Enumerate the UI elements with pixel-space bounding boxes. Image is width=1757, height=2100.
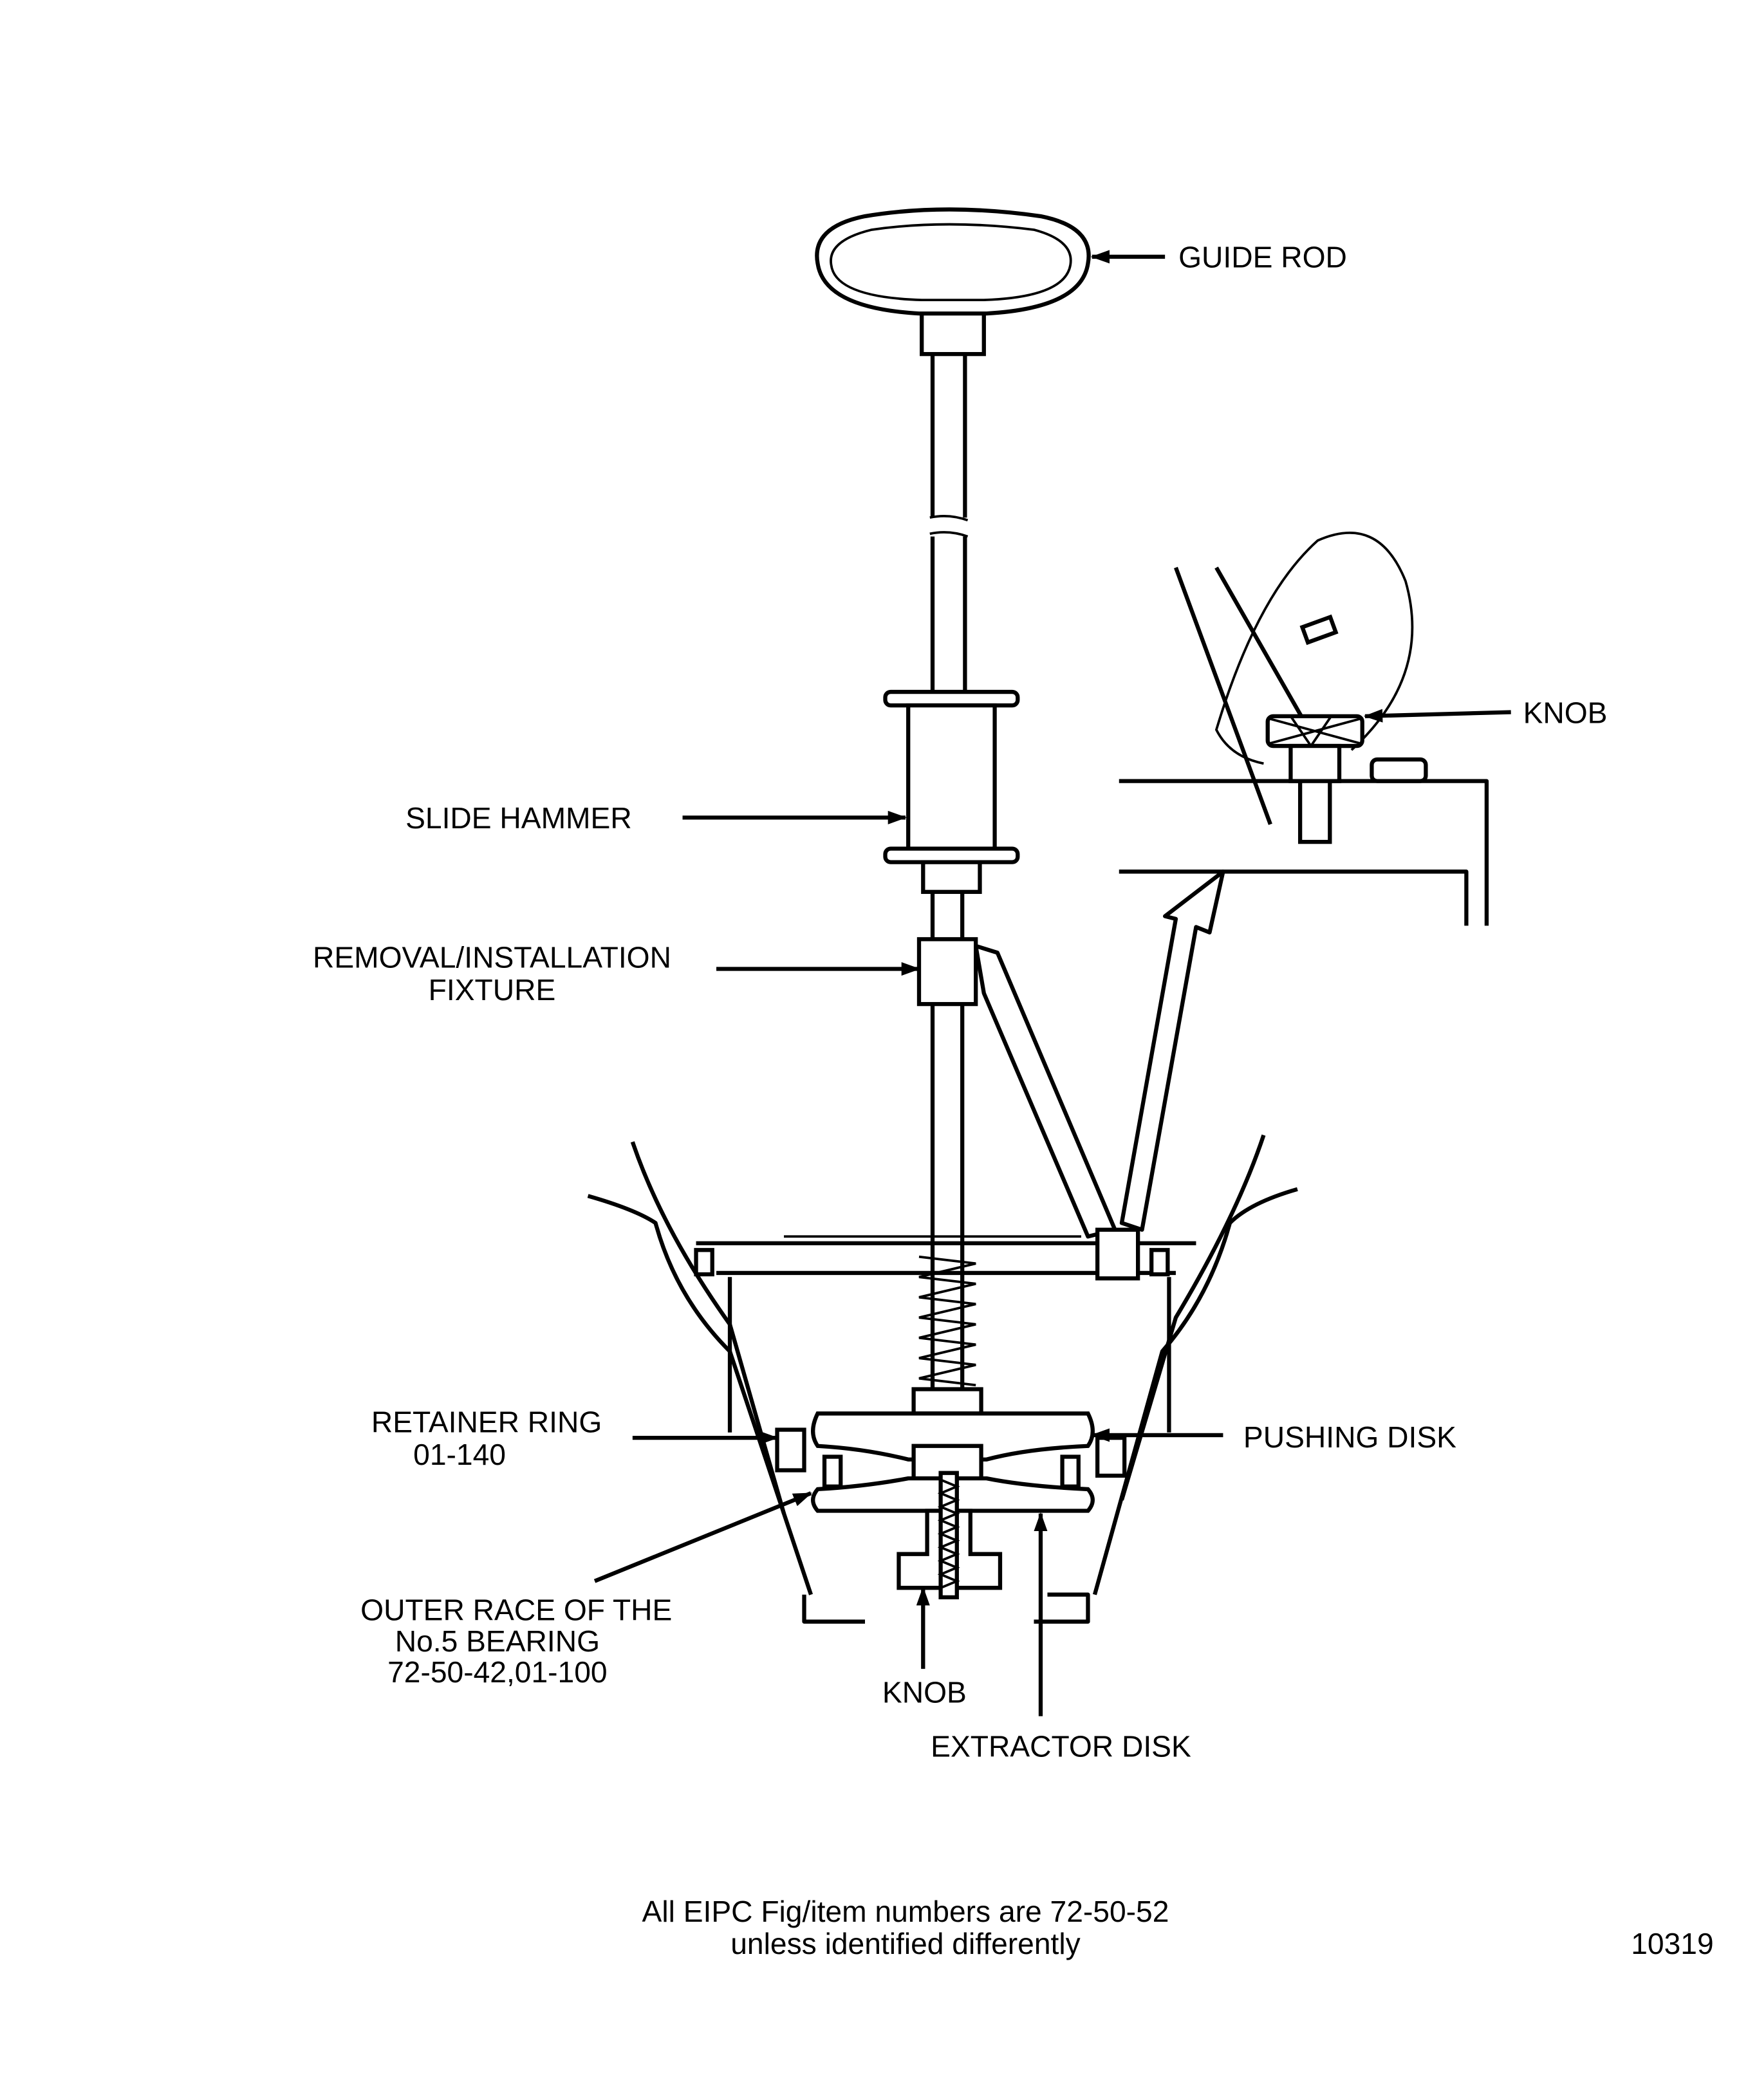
detail-callout-arrow [1119,869,1225,1232]
label-fixture-line1: REMOVAL/INSTALLATION [313,940,671,974]
label-outer-race-line2: No.5 BEARING [395,1624,600,1658]
footer-note-line2: unless identified differently [730,1927,1080,1960]
label-knob-detail: KNOB [1523,696,1608,729]
label-outer-race-line3: 72-50-42,01-100 [387,1655,608,1689]
guide-rod [815,207,1091,692]
slide-hammer [883,689,1020,894]
removal-installation-fixture [916,937,1117,1239]
label-fixture-line2: FIXTURE [429,973,556,1007]
engine-housing [587,1134,1298,1624]
label-retainer-ring-line2: 01-140 [413,1438,506,1471]
leader-arrows [593,250,1511,1716]
label-retainer-ring-line1: RETAINER RING [371,1406,602,1439]
extractor-assembly [775,1387,1127,1600]
label-pushing-disk: PUSHING DISK [1243,1420,1456,1454]
label-slide-hammer: SLIDE HAMMER [405,801,632,835]
label-guide-rod: GUIDE ROD [1178,241,1347,274]
footer-note-line1: All EIPC Fig/item numbers are 72-50-52 [642,1895,1169,1928]
knob-detail-inset [1119,532,1489,926]
figure-number: 10319 [1631,1927,1713,1960]
label-knob-bottom: KNOB [882,1676,967,1709]
label-outer-race-line1: OUTER RACE OF THE [360,1594,672,1627]
label-extractor-disk: EXTRACTOR DISK [931,1730,1191,1763]
spring [918,1255,976,1387]
